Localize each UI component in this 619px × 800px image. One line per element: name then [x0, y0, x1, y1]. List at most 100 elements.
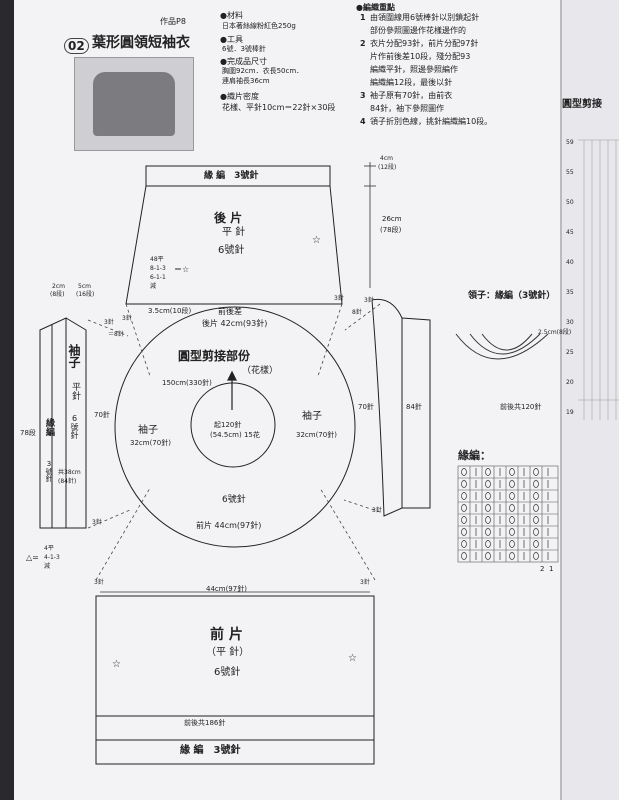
sleeve-38cm: 共38cm: [58, 469, 81, 476]
edge-chart-symbols: [461, 468, 549, 560]
twist-stitch-symbol: [485, 552, 491, 560]
twist-stitch-symbol: [533, 492, 539, 500]
notes-title: ●編織重點: [356, 3, 395, 12]
size-label: ●完成品尺寸: [220, 57, 267, 66]
front-stitch: （平 針）: [206, 647, 250, 658]
sleeve-5cm: 5cm: [78, 283, 91, 290]
note-text: 由領圍線用6號棒針以別鎖起針: [370, 13, 480, 22]
sleeve-edge: 緣編: [44, 418, 54, 436]
axis-number: 59: [566, 139, 574, 146]
twist-stitch-symbol: [533, 468, 539, 476]
axis-number: 20: [566, 379, 574, 386]
tools-value: 6號．3號棒針: [222, 45, 266, 53]
page-title: 葉形圓領短袖衣: [92, 35, 190, 51]
twist-stitch-symbol: [485, 504, 491, 512]
back-dec-2: 8-1-3: [150, 265, 166, 272]
sleeve-dec-2: 4-1-3: [44, 554, 60, 561]
twist-stitch-symbol: [533, 552, 539, 560]
twist-stitch-symbol: [509, 468, 515, 476]
back-height-dimension: [364, 162, 376, 288]
gauge-label: ●織片密度: [220, 92, 259, 101]
collar-label: 領子：緣編（3號針）: [468, 291, 556, 301]
right-page-title: 圓型剪接: [562, 99, 602, 110]
twist-stitch-symbol: [485, 468, 491, 476]
yoke-circles: [114, 306, 356, 548]
yoke-inner-dim: (54.5cm) 15花: [210, 431, 260, 439]
back-dec-1: 48平: [150, 256, 164, 263]
back-piece-outline: [125, 165, 343, 305]
twist-stitch-symbol: [461, 480, 467, 488]
twist-stitch-symbol: [533, 528, 539, 536]
garment-photo: [74, 57, 194, 151]
twist-stitch-symbol: [461, 468, 467, 476]
twist-stitch-symbol: [509, 540, 515, 548]
back-needle: 6號針: [218, 245, 245, 256]
note-text: 袖子原有70針，由前衣: [370, 91, 453, 100]
front-piece-name: 前 片: [210, 627, 243, 643]
sleeve-3-sts-top: 3針: [104, 319, 114, 326]
right-sleeve-70: 70針: [358, 403, 374, 411]
back-front-diff-dim: 3.5cm(10段): [148, 307, 192, 315]
right-sleeve-outline: [371, 298, 431, 517]
yoke-sleeve-right-dim: 32cm(70針): [296, 431, 337, 439]
back-stitch: 平 針: [222, 227, 246, 238]
front-3-left: 3針: [94, 579, 104, 586]
twist-stitch-symbol: [533, 516, 539, 524]
up-arrow: [227, 370, 237, 410]
collar-stitches: 前後共120針: [500, 403, 542, 411]
twist-stitch-symbol: [461, 528, 467, 536]
star-mark: ☆: [348, 653, 357, 664]
twist-stitch-symbol: [533, 480, 539, 488]
back-bottom-dim: 後片 42cm(93針): [202, 319, 268, 328]
size-line-1: 胸圍92cm．衣長50cm．: [222, 67, 304, 75]
sleeve-edge-needle: 3號針: [45, 460, 53, 482]
twist-stitch-symbol: [461, 516, 467, 524]
sleeve-3-sts-bottom: 3針: [92, 519, 102, 526]
dashed-guides: [87, 303, 381, 581]
gauge-value: 花樣、平針10cm＝22針×30段: [222, 103, 336, 112]
right-sleeve-84: 84針: [406, 403, 422, 411]
back-body-height: 26cm: [382, 215, 402, 223]
twist-stitch-symbol: [509, 492, 515, 500]
sleeve-needle: 6號針: [70, 414, 79, 439]
collar-drawing: [455, 333, 549, 360]
twist-stitch-symbol: [509, 504, 515, 512]
back-3-sts-right: 3針: [334, 295, 344, 302]
front-3-right: 3針: [360, 579, 370, 586]
chart-num-1: 1: [549, 565, 554, 573]
yoke-needle: 6號針: [222, 495, 246, 505]
note-text: 部份參照圖邊作花樣邊作的: [370, 26, 466, 35]
note-text: 領子折別色線，挑針編織編10段。: [370, 117, 493, 126]
edge-pattern-title: 緣編：: [458, 449, 491, 462]
back-body-rows: (78段): [380, 226, 402, 234]
yoke-sleeve-right: 袖子: [302, 411, 322, 422]
sleeve-84-sts: (84針): [58, 478, 77, 485]
pattern-number: 02: [64, 38, 89, 54]
twist-stitch-symbol: [485, 492, 491, 500]
axis-number: 25: [566, 349, 574, 356]
front-edge-label: 緣 編 3號針: [180, 745, 241, 756]
front-needle: 6號針: [214, 667, 241, 678]
tools-label: ●工具: [220, 35, 243, 44]
back-dec-3: 6-1-1: [150, 274, 166, 281]
twist-stitch-symbol: [485, 540, 491, 548]
yoke-outer-dim: 150cm(330針): [162, 379, 212, 387]
axis-number: 45: [566, 229, 574, 236]
collar-dim: 2.5cm(8段): [538, 329, 572, 336]
material-value: 日本著絲線粉紅色250g: [222, 22, 296, 30]
material-label: ●材料: [220, 11, 243, 20]
note-text: 84針，袖下參照圖作: [370, 104, 445, 113]
star-mark: ☆: [312, 235, 321, 246]
shirt-image: [93, 72, 175, 136]
back-dec-suffix: ＝☆: [174, 265, 190, 274]
twist-stitch-symbol: [533, 504, 539, 512]
chart-num-2: 2: [540, 565, 545, 573]
note-text: 衣片分配93針，前片分配97針: [370, 39, 479, 48]
yoke-front-dim: 前片 44cm(97針): [196, 521, 262, 530]
twist-stitch-symbol: [461, 540, 467, 548]
size-line-2: 連肩袖長36cm: [222, 77, 270, 85]
front-top-dim: 44cm(97針): [206, 585, 247, 593]
back-top-rows: (12段): [378, 164, 397, 171]
back-front-diff-label: 前後差: [218, 307, 242, 316]
